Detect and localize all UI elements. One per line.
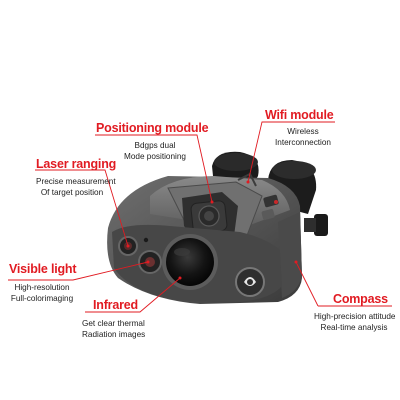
callout-visible: Visible light (9, 262, 77, 276)
callout-desc-line: Bdgps dual (134, 141, 176, 150)
callout-title: Visible light (9, 262, 77, 276)
callout-compass: Compass (333, 292, 388, 306)
callout-title: Wifi module (265, 108, 334, 122)
callout-laser-desc: Precise measurement Of target position (36, 176, 116, 198)
callout-desc-line: Wireless (287, 127, 319, 136)
callout-wifi-desc: Wireless Interconnection (272, 126, 334, 148)
callout-desc-line: Radiation images (82, 330, 146, 339)
callout-desc-line: Of target position (40, 188, 104, 197)
callout-desc-line: Precise measurement (36, 177, 116, 186)
callout-desc-line: High-resolution (14, 283, 70, 292)
callout-positioning-desc: Bdgps dual Mode positioning (112, 140, 198, 162)
callout-desc-line: Get clear thermal (82, 319, 145, 328)
callout-wifi: Wifi module (265, 108, 334, 122)
callout-positioning: Positioning module (96, 121, 209, 135)
callout-visible-desc: High-resolution Full-colorimaging (10, 282, 74, 304)
compass-leader-line-b (295, 261, 319, 307)
callout-desc-line: Interconnection (275, 138, 331, 147)
callout-title: Compass (333, 292, 388, 306)
callout-desc-line: Full-colorimaging (10, 294, 74, 303)
callout-compass-desc: High-precision attitude Real-time analys… (314, 311, 396, 333)
wifi-leader-line (247, 121, 335, 183)
callout-infrared-desc: Get clear thermal Radiation images (82, 318, 146, 340)
callout-title: Infrared (93, 298, 138, 312)
callout-infrared: Infrared (93, 298, 138, 312)
visible-leader-line (8, 261, 149, 281)
callout-desc-line: Mode positioning (124, 152, 186, 161)
positioning-leader-line (95, 134, 213, 203)
callout-desc-line: Real-time analysis (320, 323, 388, 332)
laser-leader-line (35, 169, 129, 247)
callout-title: Positioning module (96, 121, 209, 135)
callout-laser: Laser ranging (36, 157, 116, 171)
callout-desc-line: High-precision attitude (314, 312, 396, 321)
infrared-leader-line (85, 277, 181, 313)
callout-title: Laser ranging (36, 157, 117, 171)
